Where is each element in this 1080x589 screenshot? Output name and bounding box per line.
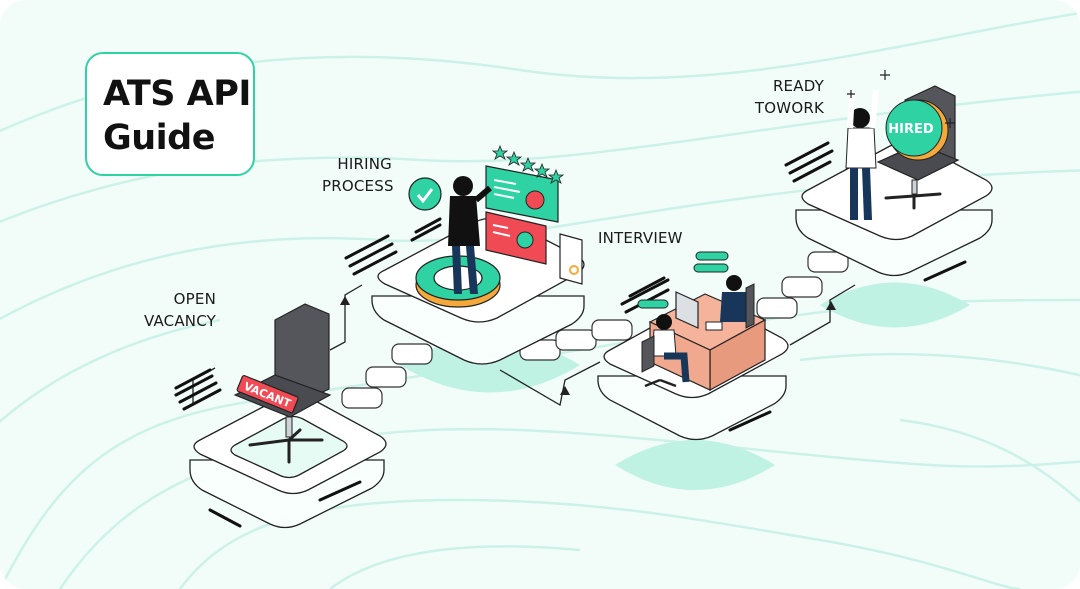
label-line: HIRING [337, 155, 392, 173]
title-line-2: Guide [103, 118, 215, 158]
candidate-figure [641, 314, 690, 388]
candidate-card-red-icon [485, 211, 547, 265]
title-card: ATS API Guide [85, 52, 255, 176]
label-line: READY [772, 77, 824, 95]
svg-text:HIRED: HIRED [888, 122, 934, 137]
label-line: OPEN [173, 290, 216, 308]
rating-stars-icon [491, 144, 565, 184]
hired-person-figure [845, 89, 879, 220]
sparkle-icons [847, 70, 955, 128]
recruiter-figure [448, 176, 492, 294]
stage-label-hiring-process: HIRING PROCESS [322, 153, 394, 197]
label-line: PROCESS [322, 177, 394, 195]
check-badge-icon [408, 177, 442, 211]
document-icon [559, 233, 583, 285]
hired-badge-icon: HIRED [885, 99, 949, 161]
interviewer-figure [720, 275, 755, 329]
title-line-1: ATS API [103, 74, 251, 114]
chat-bubbles-icon [637, 251, 729, 309]
vacant-chair-icon: VACANT [233, 303, 332, 464]
label-line: TOWORK [754, 99, 824, 117]
label-line: INTERVIEW [598, 229, 683, 247]
label-line: VACANCY [143, 312, 216, 330]
stage-label-interview: INTERVIEW [598, 227, 683, 249]
stage-label-open-vacancy: OPEN VACANCY [130, 288, 216, 332]
candidate-card-green-icon [485, 165, 559, 223]
stage-label-ready-to-work: READY TOWORK [744, 75, 824, 119]
